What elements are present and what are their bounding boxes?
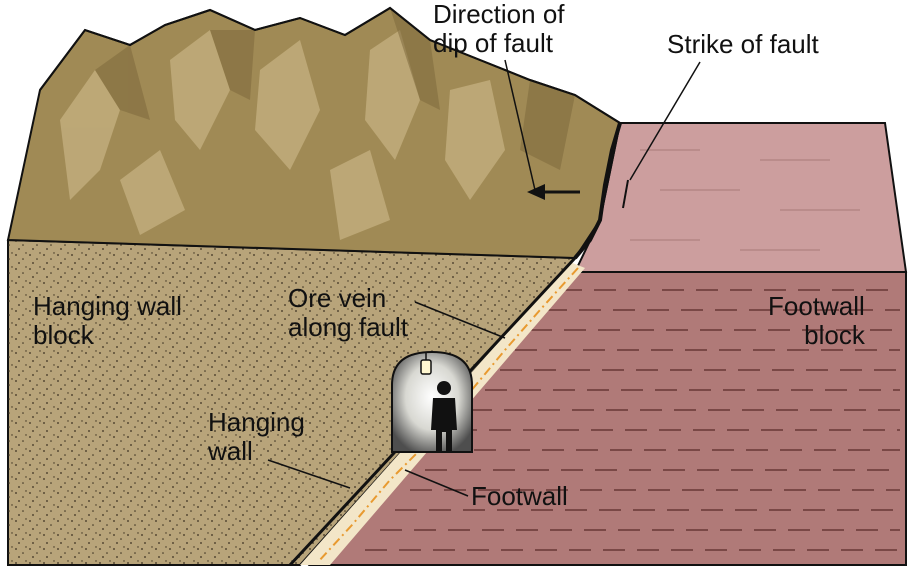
fault-scarp — [573, 122, 622, 260]
leader-hanging-wall — [267, 459, 351, 489]
dip-direction-label: Direction of dip of fault — [433, 0, 565, 58]
dip-direction-line-1: Direction of — [433, 0, 565, 29]
footwall-block-label: Footwall block — [768, 292, 865, 350]
dip-arrow-icon — [527, 184, 580, 200]
hanging-wall-block-line-1: Hanging wall — [33, 291, 182, 321]
lantern-icon — [420, 352, 432, 375]
mine-tunnel — [391, 350, 473, 453]
mountain-shadows — [95, 8, 575, 170]
strike-mark — [622, 179, 629, 209]
footwall-top-texture — [630, 149, 860, 251]
hanging-wall-line-2: wall — [208, 436, 253, 466]
footwall-block-line-1: Footwall — [768, 291, 865, 321]
strike-text: Strike of fault — [667, 29, 819, 59]
hanging-wall-label: Hanging wall — [208, 408, 305, 466]
leader-dip — [504, 59, 536, 191]
footwall-text: Footwall — [471, 481, 568, 511]
mountain-outline-ridge — [39, 6, 621, 124]
leader-strike — [629, 61, 701, 181]
ore-vein-line-2: along fault — [288, 312, 408, 342]
hanging-wall-block-line-2: block — [33, 320, 94, 350]
dip-direction-line-2: dip of fault — [433, 28, 553, 58]
footwall-strata — [365, 289, 900, 551]
hanging-wall-dots — [8, 240, 575, 565]
ore-vein-label: Ore vein along fault — [288, 284, 408, 342]
footwall-label: Footwall — [471, 482, 568, 511]
miner-figure-icon — [431, 381, 457, 452]
hanging-wall-line-1: Hanging — [208, 407, 305, 437]
ore-vein-line-1: Ore vein — [288, 283, 387, 313]
strike-label: Strike of fault — [667, 30, 819, 59]
leader-ore — [414, 301, 506, 339]
leader-footwall — [404, 469, 469, 497]
mountain-highlights — [60, 30, 505, 240]
leader-lines — [267, 59, 701, 497]
hanging-wall-block-label: Hanging wall block — [33, 292, 182, 350]
footwall-block-line-2: block — [804, 320, 865, 350]
